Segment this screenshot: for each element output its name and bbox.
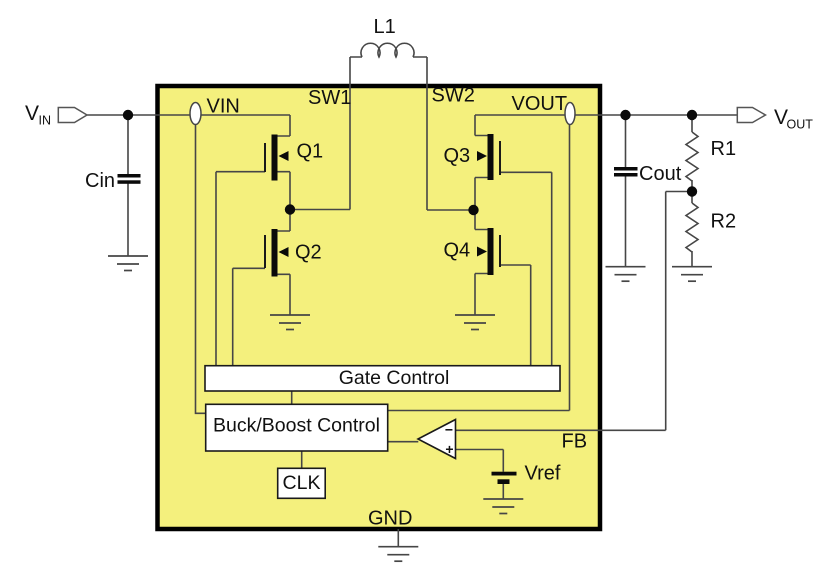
vin-port-arrow — [57, 106, 89, 124]
wires — [87, 42, 738, 547]
wire-q2 — [231, 209, 291, 366]
error-comparator — [416, 418, 457, 460]
q4-arrow-icon — [477, 246, 487, 257]
q3-arrow-icon — [477, 151, 487, 161]
q3-label: Q3 — [444, 145, 471, 167]
junction-dot-fb — [686, 186, 698, 197]
junction-dot-vin — [122, 109, 134, 121]
gate-control-block — [204, 364, 561, 392]
buck-boost-control-label: Buck/Boost Control — [213, 415, 380, 437]
wire-q1 — [215, 115, 291, 366]
buck-boost-control-block — [204, 403, 389, 452]
junction-dot-sw2 — [468, 204, 479, 216]
vout-pin-oval — [564, 101, 576, 126]
junction-dot-cout — [620, 109, 631, 121]
inductor-coil — [360, 42, 415, 59]
vin-port-sub-label: IN — [39, 114, 52, 128]
cout-capacitor — [614, 167, 638, 177]
junction-dot-sw1 — [284, 204, 296, 215]
l1-label: L1 — [374, 16, 396, 38]
vref-plate-long — [491, 471, 517, 476]
ground-symbol-cin — [107, 255, 149, 272]
q2-mosfet — [264, 229, 289, 277]
sw2-pin-label: SW2 — [432, 85, 475, 107]
ground-symbol-r2 — [671, 265, 713, 283]
gate-control-label: Gate Control — [339, 367, 450, 389]
sw1-pin-label: SW1 — [308, 87, 351, 109]
q2-arrow-icon — [278, 247, 289, 257]
resistor-r1-zigzag — [684, 131, 700, 182]
q2-label: Q2 — [295, 242, 322, 264]
cin-label: Cin — [85, 170, 115, 192]
vout-port-label: V — [774, 106, 788, 129]
wire-vin-sense — [194, 124, 206, 415]
wire-q4 — [474, 210, 532, 366]
ground-symbol-cout — [604, 265, 647, 283]
q3-channel-bar — [487, 134, 494, 180]
r2-label: R2 — [711, 211, 737, 233]
comparator-minus-sign: − — [445, 422, 453, 438]
q1-channel-bar — [271, 134, 278, 181]
ic-body — [155, 83, 603, 532]
clk-block — [276, 467, 327, 500]
junction-dot-r1 — [686, 109, 698, 121]
q2-channel-bar — [271, 229, 278, 277]
q1-label: Q1 — [297, 141, 324, 163]
vout-pin-label: VOUT — [512, 93, 568, 115]
comparator-plus-sign: + — [445, 441, 453, 457]
clk-label: CLK — [283, 472, 321, 494]
q1-mosfet — [264, 134, 289, 181]
resistor-r2-zigzag — [684, 202, 700, 253]
vref-plate-short — [497, 479, 510, 484]
q1-arrow-icon — [278, 151, 289, 161]
cin-capacitor — [117, 174, 141, 184]
wire-vout-sense — [387, 124, 571, 412]
q4-label: Q4 — [444, 240, 471, 262]
vin-port-label: V — [25, 102, 39, 125]
q4-channel-bar — [487, 228, 494, 275]
r1-label: R1 — [711, 138, 737, 160]
cin-plate-top — [117, 174, 141, 178]
gnd-pin-label: GND — [368, 508, 412, 530]
vout-port-sub-label: OUT — [787, 118, 814, 132]
vout-port-arrow — [736, 106, 768, 124]
q4-mosfet — [477, 228, 501, 275]
cout-label: Cout — [639, 163, 682, 185]
vref-source — [491, 471, 517, 484]
fb-pin-label: FB — [562, 431, 588, 453]
wire-sw-nodes — [290, 56, 474, 211]
wire-q3 — [474, 115, 553, 366]
cout-plate-top — [614, 167, 638, 171]
ground-symbol-gnd-pin — [377, 545, 420, 563]
vin-pin-label: VIN — [207, 96, 240, 118]
cin-plate-bottom — [117, 180, 141, 184]
cout-plate-bottom — [614, 173, 638, 177]
vin-pin-oval — [189, 101, 202, 126]
vref-label: Vref — [525, 463, 561, 485]
wire-vref — [455, 448, 505, 499]
q3-mosfet — [477, 134, 501, 180]
